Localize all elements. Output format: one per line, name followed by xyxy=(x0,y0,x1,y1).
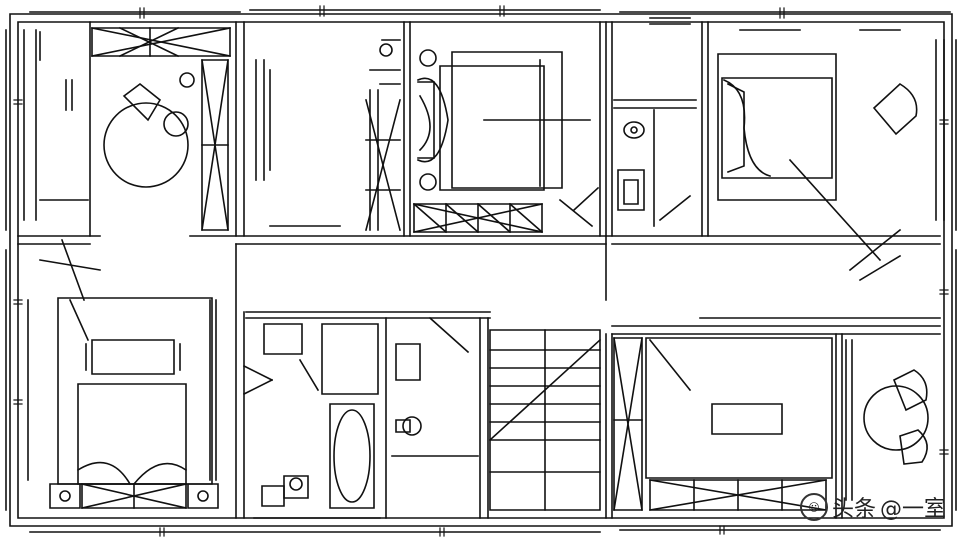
staircase xyxy=(490,330,600,510)
dimension-ticks xyxy=(14,6,948,536)
interior-walls xyxy=(18,22,940,518)
top-right-bedroom xyxy=(718,30,944,280)
bottom-bathroom xyxy=(244,318,478,518)
watermark: ☺ 头条 @一室 xyxy=(799,491,946,523)
watermark-platform: 头条 xyxy=(831,497,876,522)
outer-walls xyxy=(6,10,956,532)
study-room xyxy=(256,40,400,230)
headline-logo-icon: ☺ xyxy=(799,493,828,521)
top-bathroom xyxy=(614,18,696,226)
master-bedroom xyxy=(414,50,598,232)
living-room xyxy=(614,318,940,510)
left-bedroom xyxy=(40,240,218,508)
top-left-room xyxy=(24,28,230,230)
watermark-handle: @一室 xyxy=(879,497,946,522)
